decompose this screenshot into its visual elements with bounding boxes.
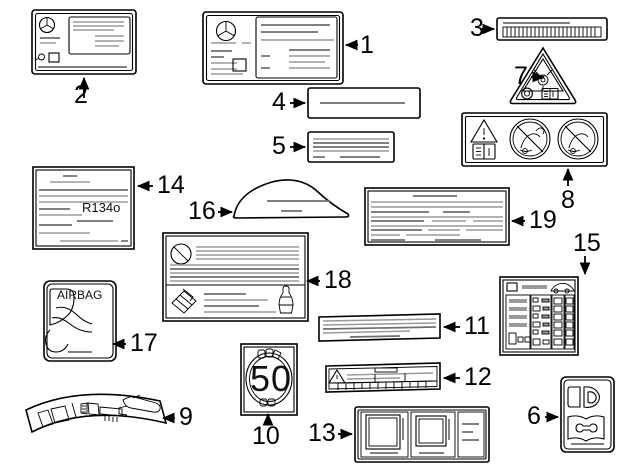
callout-number-17: 17: [130, 329, 158, 357]
part-data-plate-small: [31, 9, 137, 75]
part-narrow-text-label: [318, 313, 441, 342]
part-fusebox-diagram-label: [499, 276, 579, 356]
callout-number-14: 14: [157, 171, 185, 199]
callout-number-2: 2: [74, 81, 88, 109]
callout-number-12: 12: [464, 363, 492, 391]
callout-number-15: 15: [573, 229, 601, 257]
part-blank-strip-label: [307, 87, 421, 119]
part-emissions-label: [364, 187, 510, 246]
part-data-plate-large: [202, 11, 344, 85]
callout-number-8: 8: [561, 186, 575, 214]
callout-number-10: 10: [252, 422, 280, 450]
callout-number-19: 19: [529, 206, 557, 234]
callout-number-13: 13: [308, 419, 336, 447]
callout-leaders: [78, 23, 591, 440]
part-small-text-label: [307, 131, 395, 163]
part-service-info-label: [162, 232, 309, 322]
part-curved-jack-label: [25, 393, 168, 434]
callout-number-4: 4: [272, 88, 286, 116]
part-triple-panel-label: [354, 406, 490, 463]
part-barcode-strip-label: [496, 17, 608, 41]
callout-number-18: 18: [324, 266, 352, 294]
part-dome-shaped-label: [232, 179, 350, 219]
airbag-label-text: AIRBAG: [57, 288, 103, 302]
callout-number-16: 16: [188, 197, 216, 225]
part-manual-booklet-label: [560, 376, 615, 453]
part-airbag-seatbelt-label: [43, 280, 117, 362]
speed-limit-label-text: 50: [250, 358, 293, 399]
callout-number-9: 9: [179, 403, 193, 431]
callout-number-6: 6: [527, 402, 541, 430]
part-fuse-list-label: [325, 362, 441, 393]
callout-number-11: 11: [464, 312, 490, 340]
callout-number-1: 1: [360, 31, 374, 59]
callout-number-3: 3: [470, 14, 484, 42]
refrigerant-label-text: R134o: [82, 200, 121, 215]
part-airbag-childseat-label: [461, 112, 608, 167]
callout-number-7: 7: [514, 62, 528, 90]
callout-number-5: 5: [272, 132, 286, 160]
part-refrigerant-label: [32, 166, 135, 250]
part-speed-limit-50-label: [240, 343, 298, 416]
